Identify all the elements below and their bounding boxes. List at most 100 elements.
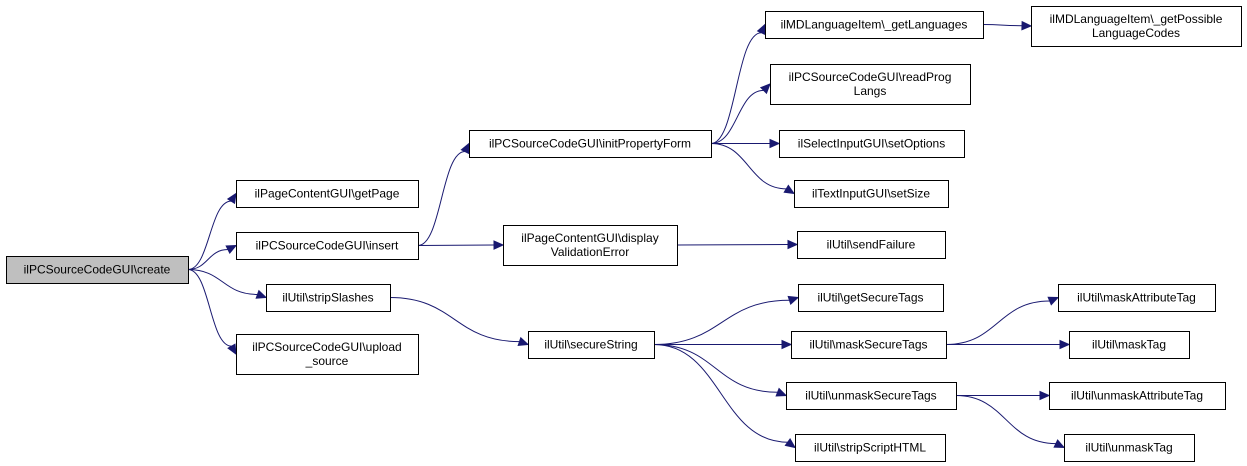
- node-unmask-attribute-tag[interactable]: ilUtil\unmaskAttributeTag: [1049, 382, 1226, 410]
- edge-arrowhead: [517, 336, 530, 346]
- node-box: [794, 180, 949, 208]
- edge-line: [389, 297, 520, 343]
- node-upload[interactable]: ilPCSourceCodeGUI\upload_source: [236, 334, 419, 375]
- node-label: ilPCSourceCodeGUI\insert: [256, 239, 399, 253]
- edge-arrowhead: [1047, 296, 1060, 306]
- edge-init-property-form-to-read-prog-langs: [710, 83, 771, 144]
- node-box: [779, 130, 965, 158]
- edge-mask-secure-tags-to-mask-attribute-tag: [945, 296, 1060, 345]
- node-mask-attribute-tag[interactable]: ilUtil\maskAttributeTag: [1058, 284, 1216, 312]
- edge-arrowhead: [784, 438, 796, 449]
- node-create[interactable]: ilPCSourceCodeGUI\create: [6, 256, 189, 284]
- node-box: [765, 11, 984, 39]
- node-label: ValidationError: [551, 245, 629, 259]
- edge-arrowhead: [769, 138, 781, 149]
- node-strip-slashes[interactable]: ilUtil\stripSlashes: [266, 284, 391, 312]
- node-box: [770, 64, 971, 105]
- edge-create-to-upload: [187, 269, 237, 356]
- node-mask-secure-tags[interactable]: ilUtil\maskSecureTags: [791, 331, 947, 359]
- node-get-possible-language-codes[interactable]: ilMDLanguageItem\_getPossibleLanguageCod…: [1031, 6, 1242, 47]
- edge-unmask-secure-tags-to-unmask-attribute-tag: [955, 390, 1051, 401]
- edge-line: [417, 151, 466, 246]
- node-box: [798, 284, 944, 312]
- edge-arrowhead: [775, 387, 788, 397]
- node-set-size[interactable]: ilTextInputGUI\setSize: [794, 180, 949, 208]
- edge-line: [653, 344, 788, 443]
- edge-secure-string-to-mask-secure-tags: [654, 339, 793, 350]
- edge-init-property-form-to-get-languages: [710, 23, 766, 144]
- edge-arrowhead: [460, 142, 470, 155]
- node-get-page[interactable]: ilPageContentGUI\getPage: [236, 180, 419, 208]
- node-label: ilUtil\secureString: [544, 338, 637, 352]
- edge-arrowhead: [1039, 390, 1051, 401]
- node-box: [503, 225, 678, 266]
- node-label: ilUtil\maskAttributeTag: [1077, 291, 1196, 305]
- node-box: [266, 284, 391, 312]
- edge-arrowhead: [225, 244, 238, 255]
- edge-line: [187, 249, 228, 270]
- edge-arrowhead: [787, 239, 799, 250]
- node-send-failure[interactable]: ilUtil\sendFailure: [797, 231, 946, 259]
- edge-line: [653, 299, 790, 345]
- edge-create-to-strip-slashes: [187, 269, 268, 299]
- node-get-secure-tags[interactable]: ilUtil\getSecureTags: [798, 284, 944, 312]
- edge-arrowhead: [1053, 439, 1066, 449]
- node-label: Langs: [854, 84, 887, 98]
- edge-line: [710, 89, 764, 144]
- edge-create-to-get-page: [187, 192, 237, 270]
- node-init-property-form[interactable]: ilPCSourceCodeGUI\initPropertyForm: [469, 130, 712, 158]
- edge-arrowhead: [756, 23, 766, 36]
- node-unmask-tag[interactable]: ilUtil\unmaskTag: [1064, 434, 1195, 462]
- edge-line: [187, 269, 232, 347]
- node-box: [1058, 284, 1216, 312]
- node-label: ilUtil\stripScriptHTML: [814, 441, 926, 455]
- node-label: ilPCSourceCodeGUI\readProg: [789, 70, 952, 84]
- node-box: [469, 130, 712, 158]
- node-label: ilPCSourceCodeGUI\initPropertyForm: [489, 137, 691, 151]
- edge-mask-secure-tags-to-mask-tag: [946, 339, 1071, 350]
- edge-unmask-secure-tags-to-unmask-tag: [955, 395, 1066, 449]
- edge-arrowhead: [759, 83, 771, 95]
- node-label: ilUtil\maskSecureTags: [809, 338, 927, 352]
- edge-line: [710, 143, 787, 190]
- node-label: ilPCSourceCodeGUI\create: [24, 263, 171, 277]
- node-box: [236, 180, 419, 208]
- node-mask-tag[interactable]: ilUtil\maskTag: [1069, 331, 1190, 359]
- node-label: LanguageCodes: [1092, 26, 1180, 40]
- node-get-languages[interactable]: ilMDLanguageItem\_getLanguages: [765, 11, 984, 39]
- edge-arrowhead: [226, 192, 237, 205]
- node-label: ilSelectInputGUI\setOptions: [798, 137, 945, 151]
- node-label: ilUtil\maskTag: [1092, 338, 1166, 352]
- node-label: ilUtil\unmaskTag: [1085, 441, 1172, 455]
- node-box: [795, 434, 946, 462]
- node-label: ilUtil\unmaskSecureTags: [805, 389, 936, 403]
- edge-arrowhead: [1059, 339, 1071, 350]
- edge-init-property-form-to-set-size: [710, 143, 796, 195]
- edge-arrowhead: [783, 184, 796, 195]
- node-unmask-secure-tags[interactable]: ilUtil\unmaskSecureTags: [786, 382, 957, 410]
- edge-line: [187, 200, 232, 270]
- node-label: ilPageContentGUI\display: [521, 231, 658, 245]
- edge-strip-slashes-to-secure-string: [389, 297, 530, 346]
- node-label: ilPageContentGUI\getPage: [255, 187, 400, 201]
- node-box: [786, 382, 957, 410]
- edge-line: [653, 344, 778, 393]
- node-label: ilMDLanguageItem\_getLanguages: [781, 18, 968, 32]
- edge-line: [955, 395, 1056, 445]
- node-label: ilTextInputGUI\setSize: [812, 187, 930, 201]
- node-box: [797, 231, 946, 259]
- nodes-layer: ilPCSourceCodeGUI\create ilPageContentGUI…: [6, 6, 1242, 462]
- node-box: [528, 331, 655, 359]
- edge-arrowhead: [493, 240, 505, 250]
- node-strip-script-html[interactable]: ilUtil\stripScriptHTML: [795, 434, 946, 462]
- node-box: [1031, 6, 1242, 47]
- node-box: [1069, 331, 1190, 359]
- node-insert[interactable]: ilPCSourceCodeGUI\insert: [236, 232, 419, 260]
- node-label: ilMDLanguageItem\_getPossible: [1050, 12, 1223, 26]
- node-set-options[interactable]: ilSelectInputGUI\setOptions: [779, 130, 965, 158]
- edge-arrowhead: [227, 343, 237, 356]
- edge-display-validation-error-to-send-failure: [676, 239, 799, 250]
- node-secure-string[interactable]: ilUtil\secureString: [528, 331, 655, 359]
